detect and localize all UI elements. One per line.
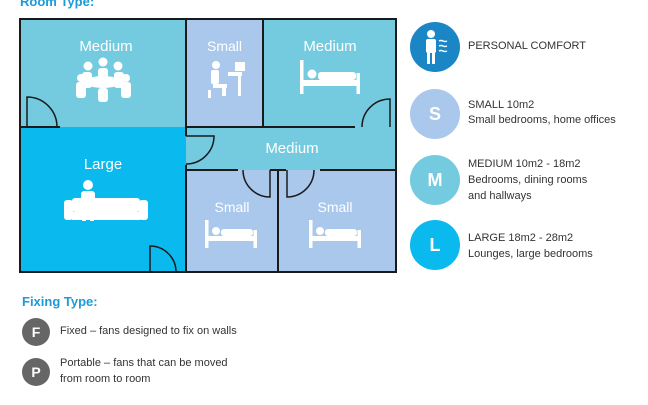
label-small-bed-2: Small [317,199,353,215]
large-badge: L [410,220,460,270]
medium-desc-1: Bedrooms, dining rooms [468,174,588,186]
small-badge: S [410,89,460,139]
room-medium-hall [186,127,396,170]
bed-icon [309,220,361,248]
medium-badge: M [410,155,460,205]
medium-title: MEDIUM 10m2 - 18m2 [468,158,581,170]
door-swings [26,96,391,273]
floor-plan [19,18,397,273]
large-title: LARGE 18m2 - 28m2 [468,232,574,244]
room-small-office [186,19,263,127]
fixed-badge: F [22,318,50,346]
small-title: SMALL 10m2 [468,99,535,111]
label-medium-bedroom: Medium [303,38,357,55]
fixing-type-title: Fixing Type: [22,294,98,309]
person-icon [426,30,448,64]
meeting-table-icon [76,57,131,102]
desk-office-icon [208,61,245,98]
sofa-icon [64,180,148,221]
room-small-bed-1 [186,170,278,272]
small-desc: Small bedrooms, home offices [468,114,616,126]
room-small-bed-2 [278,170,396,272]
fixed-desc: Fixed – fans designed to fix on walls [60,325,237,337]
personal-comfort-label: PERSONAL COMFORT [468,40,586,52]
personal-comfort-badge [410,22,460,72]
medium-desc-2: and hallways [468,190,532,202]
portable-badge: P [22,358,50,386]
walls [19,18,397,273]
label-medium-meeting: Medium [79,38,133,55]
large-desc: Lounges, large bedrooms [468,248,593,260]
label-small-office: Small [206,38,242,54]
portable-desc-1: Portable – fans that can be moved [60,357,228,369]
room-type-title: Room Type: [20,0,95,9]
portable-desc-2: from room to room [60,373,151,385]
label-large-lounge: Large [83,156,123,173]
label-medium-hall: Medium [265,140,319,157]
bed-icon [300,60,360,94]
bed-icon [205,220,257,248]
label-small-bed-1: Small [214,199,250,215]
